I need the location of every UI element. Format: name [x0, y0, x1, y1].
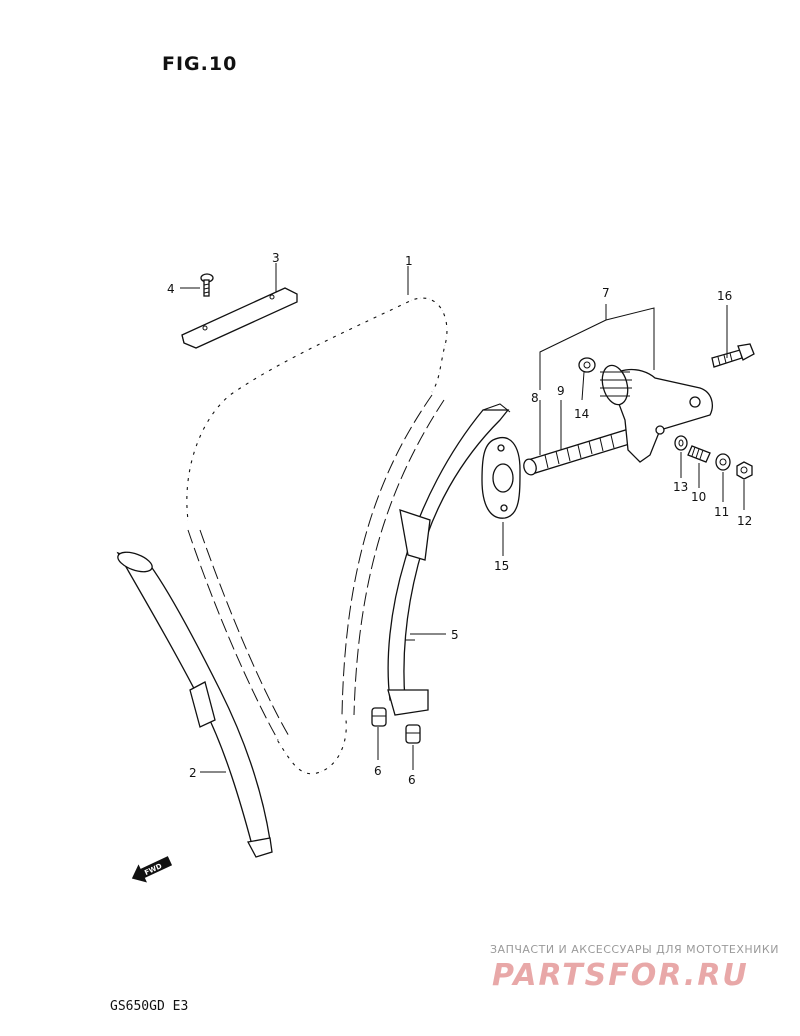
callout-12: 12: [737, 514, 752, 528]
figure-title: FIG.10: [162, 53, 237, 75]
fwd-arrow-icon: FWD: [131, 856, 173, 883]
callout-8: 8: [531, 391, 539, 405]
callout-7: 7: [602, 286, 610, 300]
callout-4: 4: [167, 282, 175, 296]
damper-part-6a: [371, 707, 387, 727]
chain-guide-part-2: [116, 551, 273, 858]
callout-6a: 6: [374, 764, 382, 778]
callout-16: 16: [717, 289, 732, 303]
tensioner-assembly-part-7: [523, 357, 713, 476]
callout-6b: 6: [408, 773, 416, 787]
watermark-brand: PARTSFOR.RU: [492, 958, 749, 993]
bolt-part-16: [711, 343, 755, 368]
watermark-tagline: ЗАПЧАСТИ И АКСЕССУАРЫ ДЛЯ МОТОТЕХНИКИ: [490, 943, 779, 956]
callout-10: 10: [691, 490, 706, 504]
washer-part-11: [715, 453, 731, 471]
screw-part-4: [200, 273, 214, 297]
callout-2: 2: [189, 766, 197, 780]
gasket-part-15: [481, 437, 521, 519]
tensioner-guide-part-5: [387, 403, 511, 716]
leader-lines: [180, 263, 745, 773]
callout-5: 5: [451, 628, 459, 642]
model-code: GS650GD E3: [110, 999, 188, 1014]
callout-9: 9: [557, 384, 565, 398]
nut-part-12: [736, 461, 753, 480]
callout-11: 11: [714, 505, 729, 519]
guide-plate-part-3: [181, 287, 298, 349]
spring-part-10: [687, 445, 711, 463]
fwd-label: FWD: [143, 862, 163, 877]
callout-13: 13: [673, 480, 688, 494]
callout-15: 15: [494, 559, 509, 573]
callout-14: 14: [574, 407, 589, 421]
cam-chain-part-1: [184, 296, 449, 776]
washer-part-13: [674, 435, 688, 451]
damper-part-6b: [405, 724, 421, 744]
callout-3: 3: [272, 251, 280, 265]
callout-1: 1: [405, 254, 413, 268]
